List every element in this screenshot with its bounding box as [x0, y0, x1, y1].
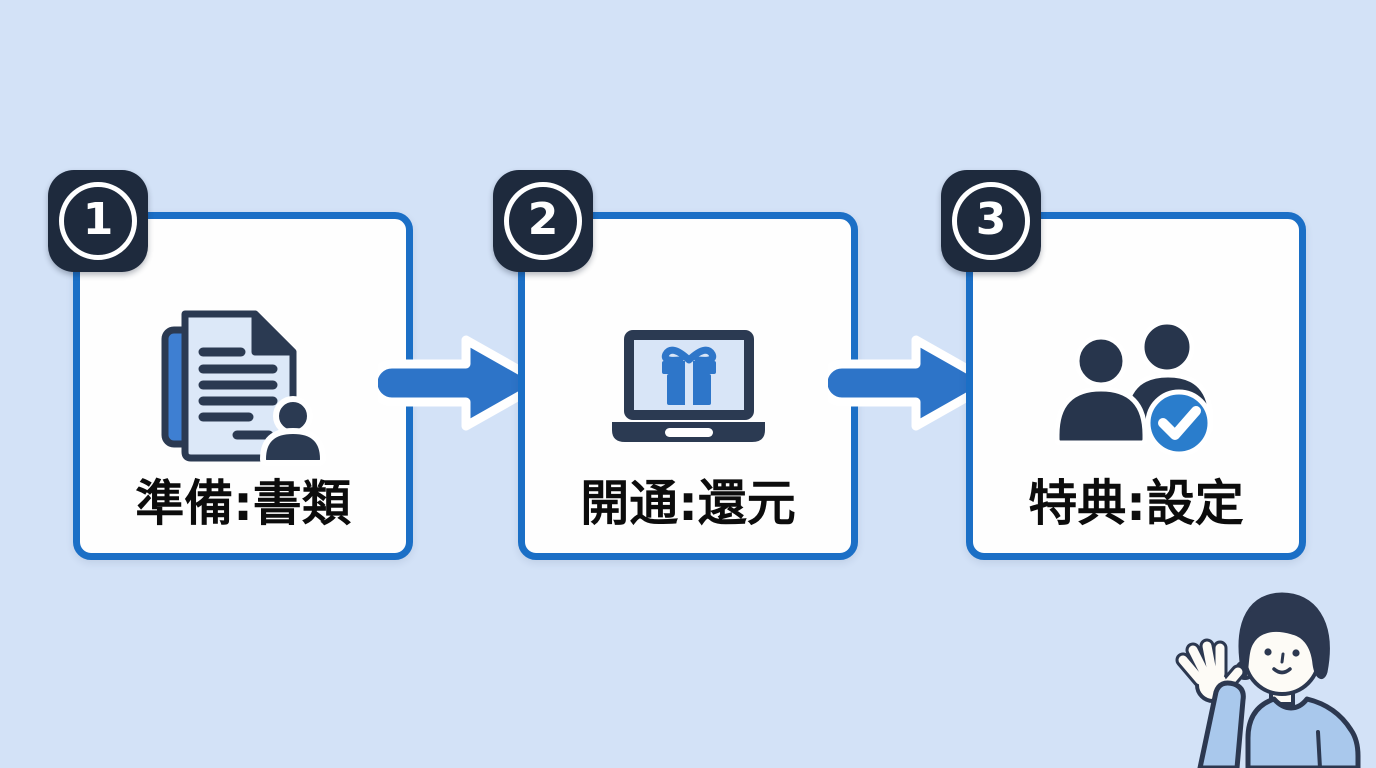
step-label: 特典:設定 [1028, 475, 1244, 532]
step-icon-area [80, 281, 406, 491]
step-label: 準備:書類 [135, 475, 351, 532]
badge-circle: 1 [59, 182, 137, 260]
step-badge-1: 1 [48, 170, 148, 272]
badge-number: 1 [82, 194, 114, 245]
laptop-gift-icon [611, 330, 765, 442]
step-card-3: 3 特典:設定 [941, 170, 1306, 560]
step-icon-area [525, 281, 851, 491]
step-card-2: 2 開通:還元 [493, 170, 858, 560]
step-label: 開通:還元 [580, 475, 796, 532]
step-badge-2: 2 [493, 170, 593, 272]
badge-circle: 2 [504, 182, 582, 260]
people-check-icon [1054, 319, 1213, 457]
step-card-1: 1 準備:書類 [48, 170, 413, 560]
step-badge-3: 3 [941, 170, 1041, 272]
documents-person-icon [161, 310, 326, 466]
badge-number: 2 [527, 194, 559, 245]
badge-number: 3 [975, 194, 1007, 245]
badge-circle: 3 [952, 182, 1030, 260]
step-icon-area [973, 281, 1299, 491]
waving-person-illustration [1175, 592, 1361, 768]
arrow-right-icon [828, 335, 997, 431]
arrow-right-icon [378, 335, 547, 431]
